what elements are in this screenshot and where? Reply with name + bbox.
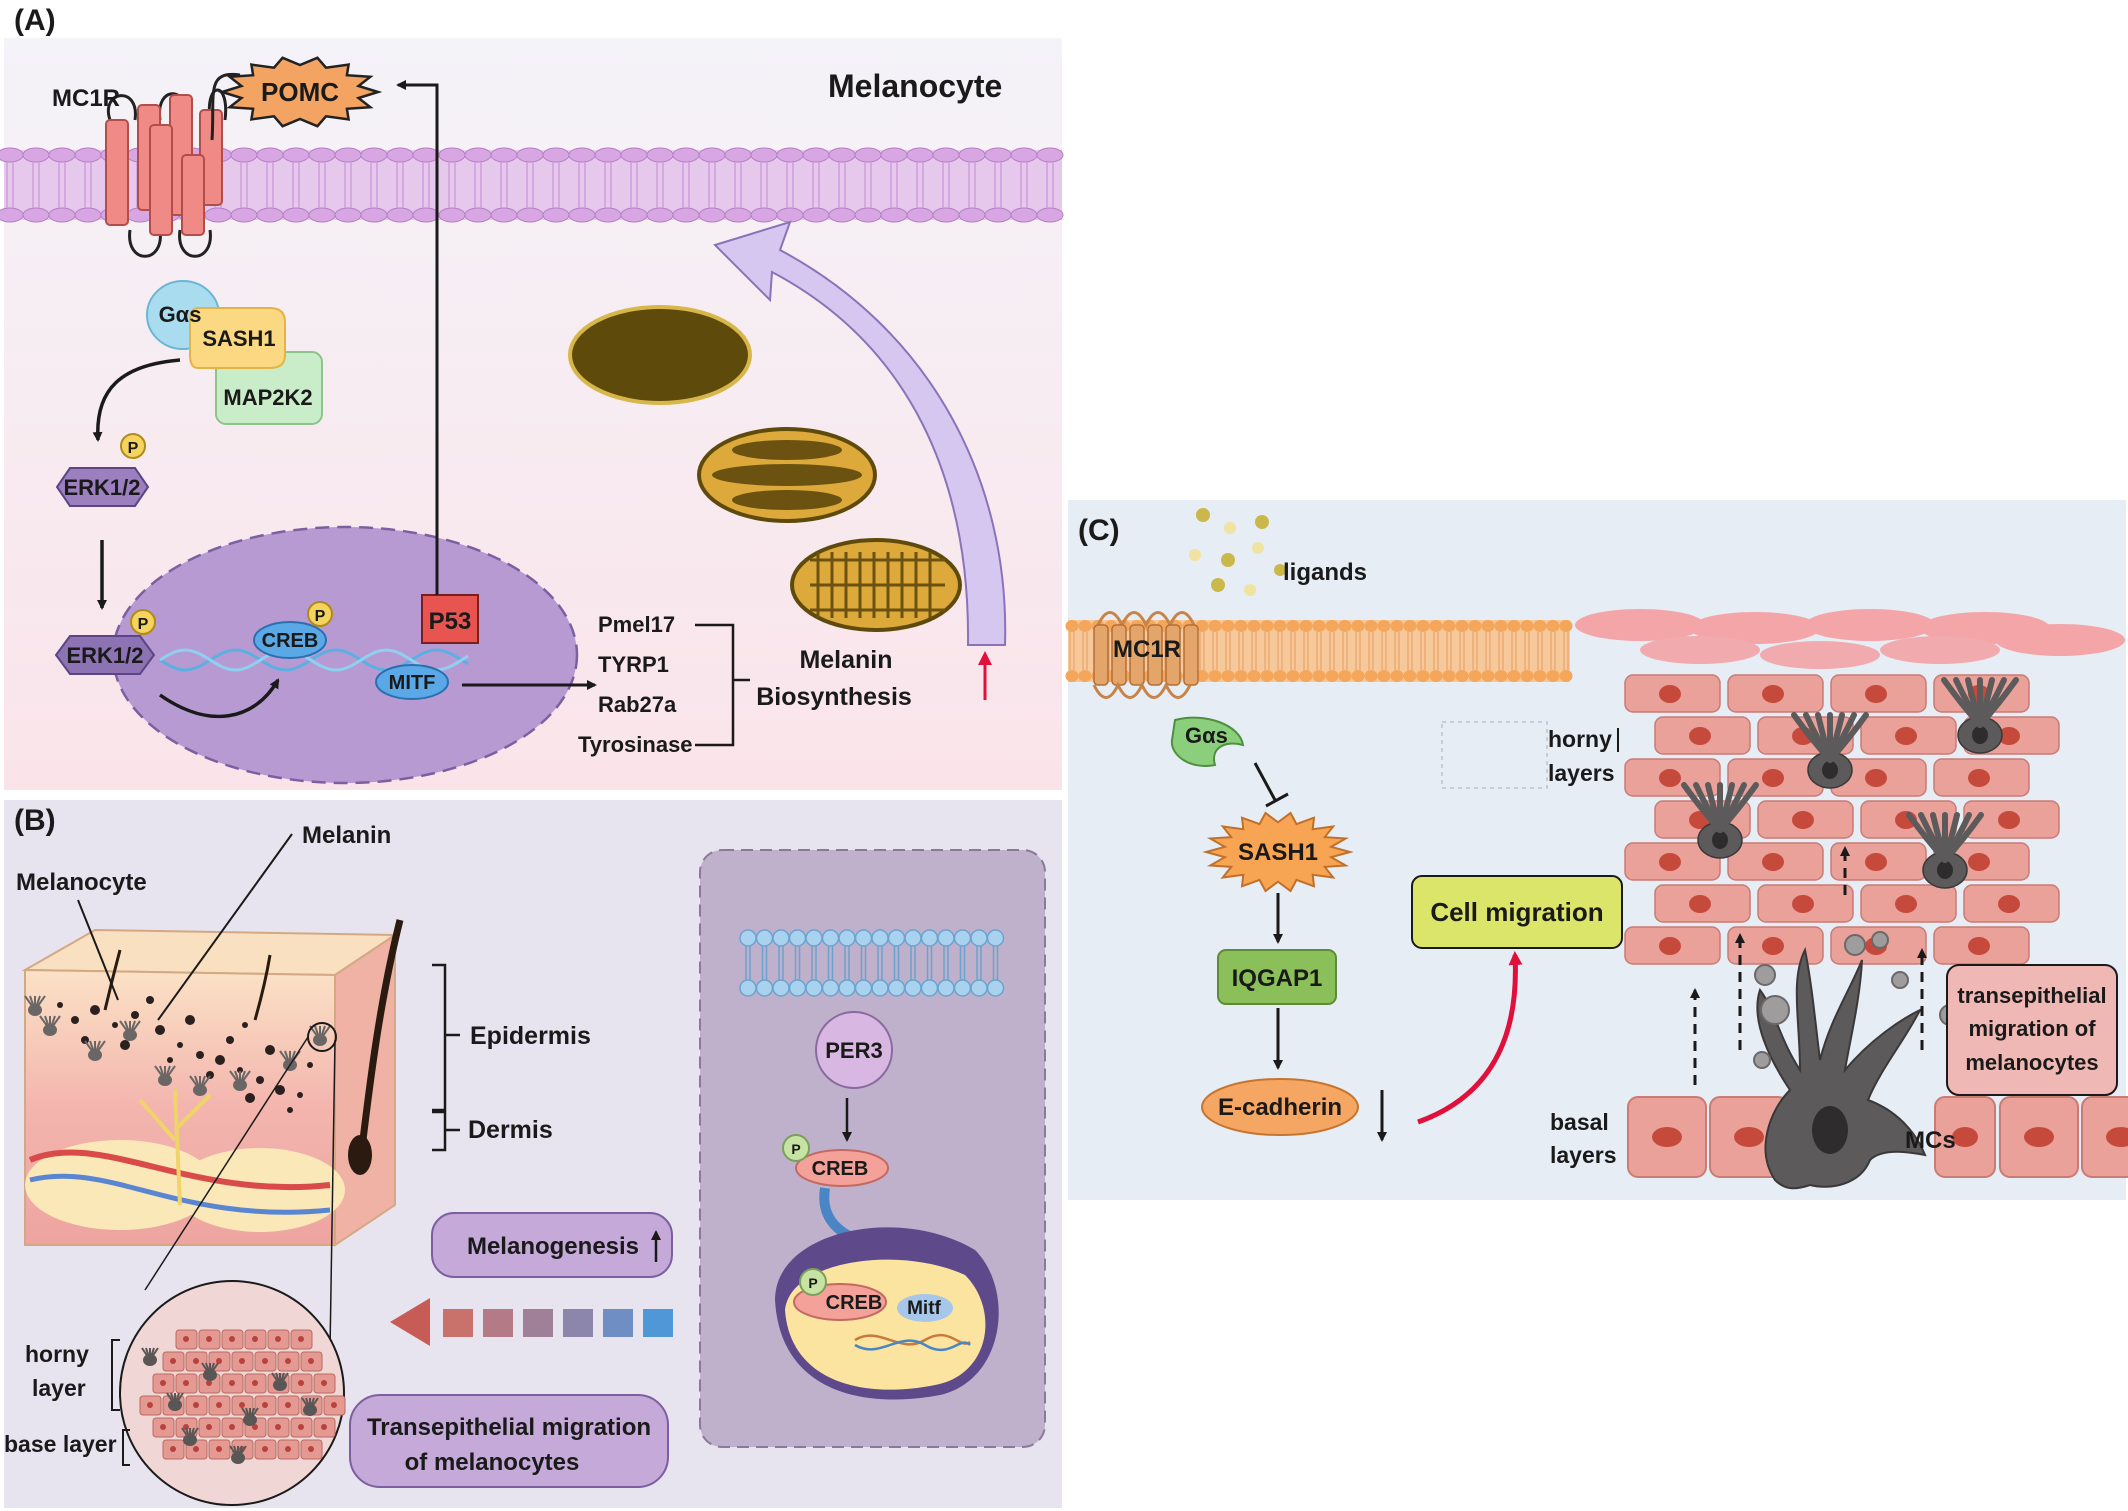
transepithelial-box-c — [1946, 964, 2118, 1096]
ligands-label: ligands — [1283, 559, 1367, 586]
melanin-label-b: Melanin — [302, 822, 391, 849]
arrow-p53-to-pomc — [396, 80, 439, 595]
red-arrow-to-migration — [1417, 951, 1523, 1125]
arrow-erk-to-creb — [158, 678, 280, 719]
melanin-granules — [57, 996, 313, 1113]
ecadherin-label: E-cadherin — [1218, 1094, 1342, 1121]
mitf-label: MITF — [389, 672, 436, 694]
dermis-label: Dermis — [468, 1116, 553, 1144]
melanin-biosynthesis-line2: Biosynthesis — [756, 683, 912, 711]
melanosome-particles-c — [1753, 931, 1961, 1069]
erk-nucleus-label: ERK1/2 — [66, 643, 143, 668]
sash1-label: SASH1 — [202, 326, 275, 351]
erk-cytoplasm-label: ERK1/2 — [63, 475, 140, 500]
phospho-label-3: P — [315, 608, 326, 625]
phospho-label-2: P — [138, 616, 149, 633]
mcs-label: MCs — [1905, 1127, 1956, 1154]
horny-layer-b-line2: layer — [32, 1375, 86, 1401]
mc1r-receptor-c: MC1R — [1092, 611, 1199, 699]
melanin-biosynthesis-line1: Melanin — [799, 646, 892, 674]
signaling-complex: Gαs SASH1 MAP2K2 — [146, 280, 323, 425]
mc1r-receptor — [105, 72, 241, 258]
sash1-c-label: SASH1 — [1238, 839, 1318, 866]
nucleus — [111, 525, 579, 785]
cell-migration-box — [1411, 875, 1623, 949]
transport-arrow — [713, 220, 1007, 646]
mitf: MITF — [375, 664, 449, 700]
creb-b-nucleus-label: CREB — [826, 1292, 883, 1314]
melanocyte-mc — [1756, 946, 1927, 1190]
panel-a: (A) Melanocyte MC1R POMC Gαs — [0, 4, 1064, 790]
basal-c-line1: basal — [1550, 1109, 1609, 1135]
p53-label: P53 — [429, 608, 472, 635]
epidermis-label: Epidermis — [470, 1022, 591, 1050]
guide-box — [1441, 721, 1548, 789]
gene-list: Pmel17 TYRP1 Rab27a Tyrosinase — [578, 612, 750, 757]
sash1-shape — [189, 307, 286, 369]
melanosome-stage4 — [568, 305, 752, 405]
gas-c-label: Gαs — [1185, 723, 1228, 748]
mitf-b-label: Mitf — [907, 1298, 941, 1319]
melanocyte-label-b: Melanocyte — [16, 869, 147, 896]
pomc-label: POMC — [261, 77, 339, 107]
gene-tyrp1: TYRP1 — [598, 652, 669, 677]
inset-membrane — [739, 929, 1005, 997]
panel-c: (C) ligands MC1R Gαs SASH1 — [1065, 500, 2128, 1200]
iqgap1-label: IQGAP1 — [1232, 965, 1323, 992]
phospho-b-1: P — [791, 1141, 800, 1157]
transepithelial-b-line1: Transepithelial migration — [367, 1414, 651, 1441]
dna-helix — [159, 648, 469, 672]
phospho-label-1: P — [128, 440, 139, 457]
phospho-b-2: P — [808, 1275, 817, 1291]
transepithelial-c-line3: melanocytes — [1965, 1050, 2098, 1075]
creb-b — [795, 1149, 889, 1187]
horny-c-line1: horny — [1548, 726, 1612, 752]
map2k2-label: MAP2K2 — [223, 385, 312, 410]
cell-migration-label: Cell migration — [1430, 897, 1603, 927]
base-layer-b: base layer — [4, 1431, 117, 1457]
gas-label: Gαs — [159, 302, 202, 327]
transepithelial-box-b — [349, 1394, 669, 1488]
melanogenesis-label: Melanogenesis — [467, 1233, 639, 1260]
dashed-migration-arrows — [1690, 846, 1927, 1085]
gradient-arrow — [390, 1298, 673, 1346]
creb-b-label: CREB — [812, 1158, 869, 1180]
gene-pmel17: Pmel17 — [598, 612, 675, 637]
sash1-c-shape — [1202, 811, 1354, 893]
creb-a-label: CREB — [262, 630, 319, 652]
skin-block — [21, 919, 404, 1247]
transepithelial-b-line2: of melanocytes — [405, 1449, 580, 1476]
erk-cytoplasm: ERK1/2 P — [55, 433, 150, 507]
horny-c-line2: layers — [1548, 760, 1615, 786]
basal-c-line2: layers — [1550, 1142, 1617, 1168]
panel-a-title: Melanocyte — [828, 68, 1002, 104]
ecadherin-shape — [1201, 1078, 1359, 1136]
creb-a: CREB P — [253, 601, 333, 659]
mc1r-label: MC1R — [52, 85, 120, 112]
erk-nucleus: ERK1/2 P — [54, 609, 156, 675]
per3-label: PER3 — [825, 1038, 882, 1063]
panel-a-label: (A) — [14, 4, 56, 37]
panel-b-label: (B) — [14, 804, 56, 837]
arrow-sash1-to-erk — [92, 358, 181, 442]
mc1r-c-label: MC1R — [1113, 636, 1181, 663]
pomc-ligand: POMC — [217, 56, 383, 128]
gene-rab27a: Rab27a — [598, 692, 677, 717]
melanosomes — [568, 305, 962, 632]
gene-tyrosinase: Tyrosinase — [578, 732, 693, 757]
per3-circle — [815, 1011, 893, 1089]
panel-b: (B) Melanocyte Melanin Epidermis Dermis — [4, 800, 1062, 1508]
p53: P53 — [421, 594, 479, 644]
horny-layer-b-line1: horny — [25, 1341, 89, 1367]
ligand-particles — [1189, 508, 1286, 596]
zoom-cells — [139, 1329, 346, 1464]
panel-c-label: (C) — [1078, 514, 1120, 547]
iqgap1-box — [1217, 949, 1337, 1005]
transepithelial-c-line2: migration of — [1968, 1016, 2096, 1041]
melanogenesis-box — [431, 1212, 673, 1278]
gas-c-shape — [1170, 716, 1245, 767]
transepithelial-c-line1: transepithelial — [1957, 983, 2106, 1008]
